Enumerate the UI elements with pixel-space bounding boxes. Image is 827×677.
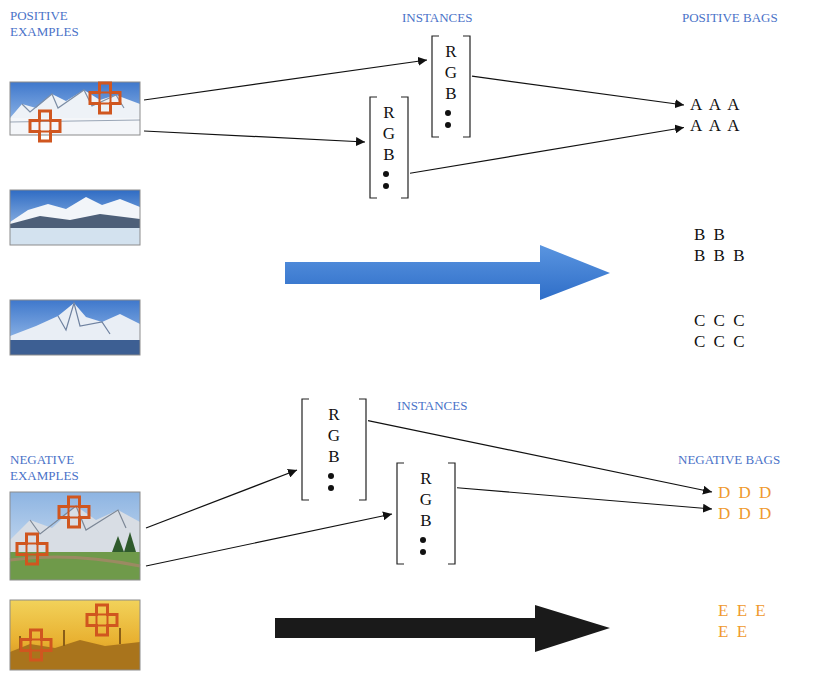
instance-letters: B B B: [694, 245, 745, 266]
ellipsis-dot: [420, 549, 426, 555]
photo-sky: [10, 300, 140, 355]
negative-photo: [10, 492, 140, 580]
photo-ridge: [10, 214, 140, 228]
photo-tree: [124, 532, 136, 552]
extraction-arrow: [144, 60, 427, 100]
channel-list: R G B: [325, 404, 344, 467]
instance-letters: C C C: [694, 331, 745, 352]
instance-letters: E E E: [718, 600, 766, 621]
photo-sky: [10, 190, 140, 245]
photo-frame: [10, 492, 140, 580]
connector-arrow: [368, 421, 712, 492]
extraction-arrow: [146, 514, 392, 566]
instance-letters: E E: [718, 621, 766, 642]
photo-meadow: [10, 552, 140, 580]
bag-group: C C CC C C: [688, 306, 751, 356]
region-marker: [21, 630, 51, 660]
block-arrow: [285, 245, 610, 300]
region-marker: [30, 111, 60, 141]
connector-arrow: [457, 488, 712, 509]
right-bracket: [359, 399, 366, 500]
left-bracket: [397, 463, 404, 564]
photo-mountain: [10, 506, 140, 552]
right-bracket: [448, 463, 455, 564]
positive-photo: [10, 300, 140, 355]
photo-ridge: [58, 303, 110, 334]
feature-vector: R G B: [430, 35, 472, 138]
region-marker: [90, 83, 120, 113]
photo-sky: [10, 600, 140, 670]
negative-photo: [10, 600, 140, 670]
connector-arrow: [410, 128, 684, 174]
feature-vector: R G B: [368, 96, 410, 199]
bag-group: A A AA A A: [684, 90, 746, 140]
bag-group: E E EE E: [712, 596, 772, 646]
section-label: INSTANCES: [402, 10, 472, 26]
section-label: POSITIVE EXAMPLES: [10, 8, 110, 40]
region-marker: [17, 534, 47, 564]
instance-letters: D D D: [718, 503, 771, 524]
channel-list: R G B: [380, 102, 399, 165]
photo-tree: [112, 536, 124, 552]
channel-list: R G B: [417, 468, 436, 531]
block-arrow: [275, 605, 610, 652]
ellipsis-dot: [445, 110, 451, 116]
ellipsis-dot: [420, 537, 426, 543]
photo-frame: [10, 300, 140, 355]
section-label: POSITIVE BAGS: [682, 10, 778, 26]
section-label: NEGATIVE BAGS: [678, 452, 780, 468]
ellipsis-dot: [328, 485, 334, 491]
right-bracket: [463, 36, 470, 137]
photo-lake: [10, 228, 140, 245]
ellipsis-dot: [445, 122, 451, 128]
feature-vector: R G B: [300, 398, 368, 501]
connector-arrow: [472, 76, 684, 105]
channel-list: R G B: [442, 41, 461, 104]
photo-sky: [10, 492, 140, 580]
extraction-arrow: [144, 131, 365, 142]
instance-letters: C C C: [694, 310, 745, 331]
instance-letters: B B: [694, 224, 745, 245]
region-marker: [87, 605, 117, 635]
instance-letters: D D D: [718, 482, 771, 503]
ellipsis-dot: [383, 171, 389, 177]
left-bracket: [302, 399, 309, 500]
photo-mountain: [10, 303, 140, 340]
instance-letters: A A A: [690, 94, 740, 115]
ellipsis-dot: [328, 473, 334, 479]
right-bracket: [401, 97, 408, 198]
left-bracket: [432, 36, 439, 137]
photo-frame: [10, 190, 140, 245]
bag-group: B BB B B: [688, 220, 751, 270]
photo-valley: [10, 340, 140, 355]
region-marker: [59, 497, 89, 527]
extraction-arrow: [146, 470, 297, 528]
positive-photo: [10, 190, 140, 245]
instance-letters: A A A: [690, 115, 740, 136]
bag-group: D D DD D D: [712, 478, 777, 528]
ellipsis-dot: [383, 183, 389, 189]
section-label: INSTANCES: [397, 398, 467, 414]
left-bracket: [370, 97, 377, 198]
photo-frame: [10, 600, 140, 670]
feature-vector: R G B: [395, 462, 457, 565]
section-label: NEGATIVE EXAMPLES: [10, 452, 110, 484]
